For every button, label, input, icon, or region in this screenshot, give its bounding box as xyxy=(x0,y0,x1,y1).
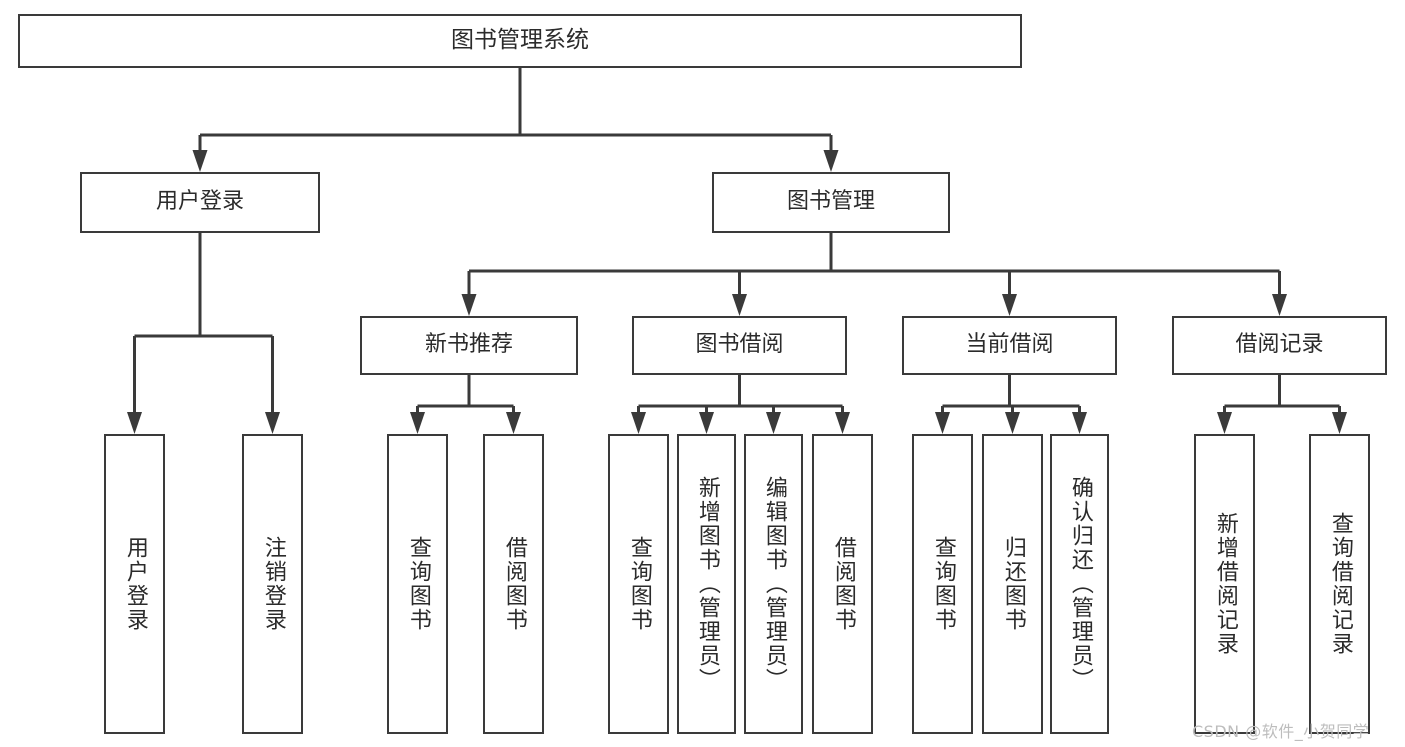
node-label: 借阅图书 xyxy=(830,536,856,632)
node-leaf-br-query[interactable]: 查询借阅记录 xyxy=(1309,434,1370,734)
arrowhead-icon-leaf-br-query xyxy=(1332,412,1347,434)
node-borrow-record[interactable]: 借阅记录 xyxy=(1172,316,1387,375)
node-leaf-bb-query[interactable]: 查询图书 xyxy=(608,434,669,734)
node-label: 借阅记录 xyxy=(1235,332,1324,358)
node-label: 新书推荐 xyxy=(424,332,513,358)
arrowhead-icon-leaf-rec-borrow xyxy=(506,412,521,434)
node-label: 查询借阅记录 xyxy=(1327,512,1353,656)
node-leaf-cb-query[interactable]: 查询图书 xyxy=(912,434,973,734)
node-leaf-br-add[interactable]: 新增借阅记录 xyxy=(1194,434,1255,734)
arrowhead-icon-leaf-bb-query xyxy=(631,412,646,434)
arrowhead-icon-borrow-record xyxy=(1272,294,1287,316)
arrowhead-icon-book-manage xyxy=(823,150,839,172)
node-label: 图书管理系统 xyxy=(451,27,589,54)
node-user-login[interactable]: 用户登录 xyxy=(80,172,320,233)
arrowhead-icon-book-borrow xyxy=(732,294,747,316)
node-label: 借阅图书 xyxy=(501,536,527,632)
arrowhead-icon-new-book-rec xyxy=(461,294,477,316)
node-leaf-bb-edit[interactable]: 编辑图书（管理员） xyxy=(744,434,803,734)
arrowhead-icon-leaf-cb-confirm xyxy=(1072,412,1087,434)
arrowhead-icon-leaf-bb-edit xyxy=(766,412,781,434)
node-leaf-bb-add[interactable]: 新增图书（管理员） xyxy=(677,434,736,734)
node-book-borrow[interactable]: 图书借阅 xyxy=(632,316,847,375)
node-new-book-rec[interactable]: 新书推荐 xyxy=(360,316,578,375)
arrowhead-icon-leaf-rec-query xyxy=(410,412,425,434)
node-leaf-rec-query[interactable]: 查询图书 xyxy=(387,434,448,734)
arrowhead-icon-leaf-user-logout xyxy=(265,412,280,434)
node-leaf-cb-return[interactable]: 归还图书 xyxy=(982,434,1043,734)
node-label: 用户登录 xyxy=(155,189,244,215)
node-leaf-user-logout[interactable]: 注销登录 xyxy=(242,434,303,734)
node-leaf-user-login[interactable]: 用户登录 xyxy=(104,434,165,734)
node-label: 查询图书 xyxy=(930,536,956,632)
node-label: 图书借阅 xyxy=(695,332,784,358)
node-label: 确认归还（管理员） xyxy=(1067,476,1093,692)
arrowhead-icon-leaf-br-add xyxy=(1217,412,1232,434)
node-label: 新增图书（管理员） xyxy=(694,476,720,692)
arrowhead-icon-user-login xyxy=(192,150,208,172)
arrowhead-icon-leaf-cb-query xyxy=(935,412,950,434)
node-root[interactable]: 图书管理系统 xyxy=(18,14,1022,68)
arrowhead-icon-leaf-bb-borrow xyxy=(835,412,850,434)
csdn-watermark: CSDN @软件_小贺同学 xyxy=(1192,722,1370,741)
arrowhead-icon-current-borrow xyxy=(1002,294,1017,316)
node-leaf-rec-borrow[interactable]: 借阅图书 xyxy=(483,434,544,734)
node-label: 新增借阅记录 xyxy=(1212,512,1238,656)
node-label: 用户登录 xyxy=(122,536,148,632)
node-leaf-bb-borrow[interactable]: 借阅图书 xyxy=(812,434,873,734)
node-label: 当前借阅 xyxy=(965,332,1054,358)
node-leaf-cb-confirm[interactable]: 确认归还（管理员） xyxy=(1050,434,1109,734)
arrowhead-icon-leaf-user-login xyxy=(127,412,142,434)
node-label: 注销登录 xyxy=(260,536,286,632)
arrowhead-icon-leaf-bb-add xyxy=(699,412,714,434)
node-label: 查询图书 xyxy=(405,536,431,632)
node-label: 图书管理 xyxy=(786,189,875,215)
node-label: 编辑图书（管理员） xyxy=(761,476,787,692)
arrowhead-icon-leaf-cb-return xyxy=(1005,412,1020,434)
node-label: 归还图书 xyxy=(1000,536,1026,632)
node-current-borrow[interactable]: 当前借阅 xyxy=(902,316,1117,375)
node-label: 查询图书 xyxy=(626,536,652,632)
node-book-manage[interactable]: 图书管理 xyxy=(712,172,950,233)
